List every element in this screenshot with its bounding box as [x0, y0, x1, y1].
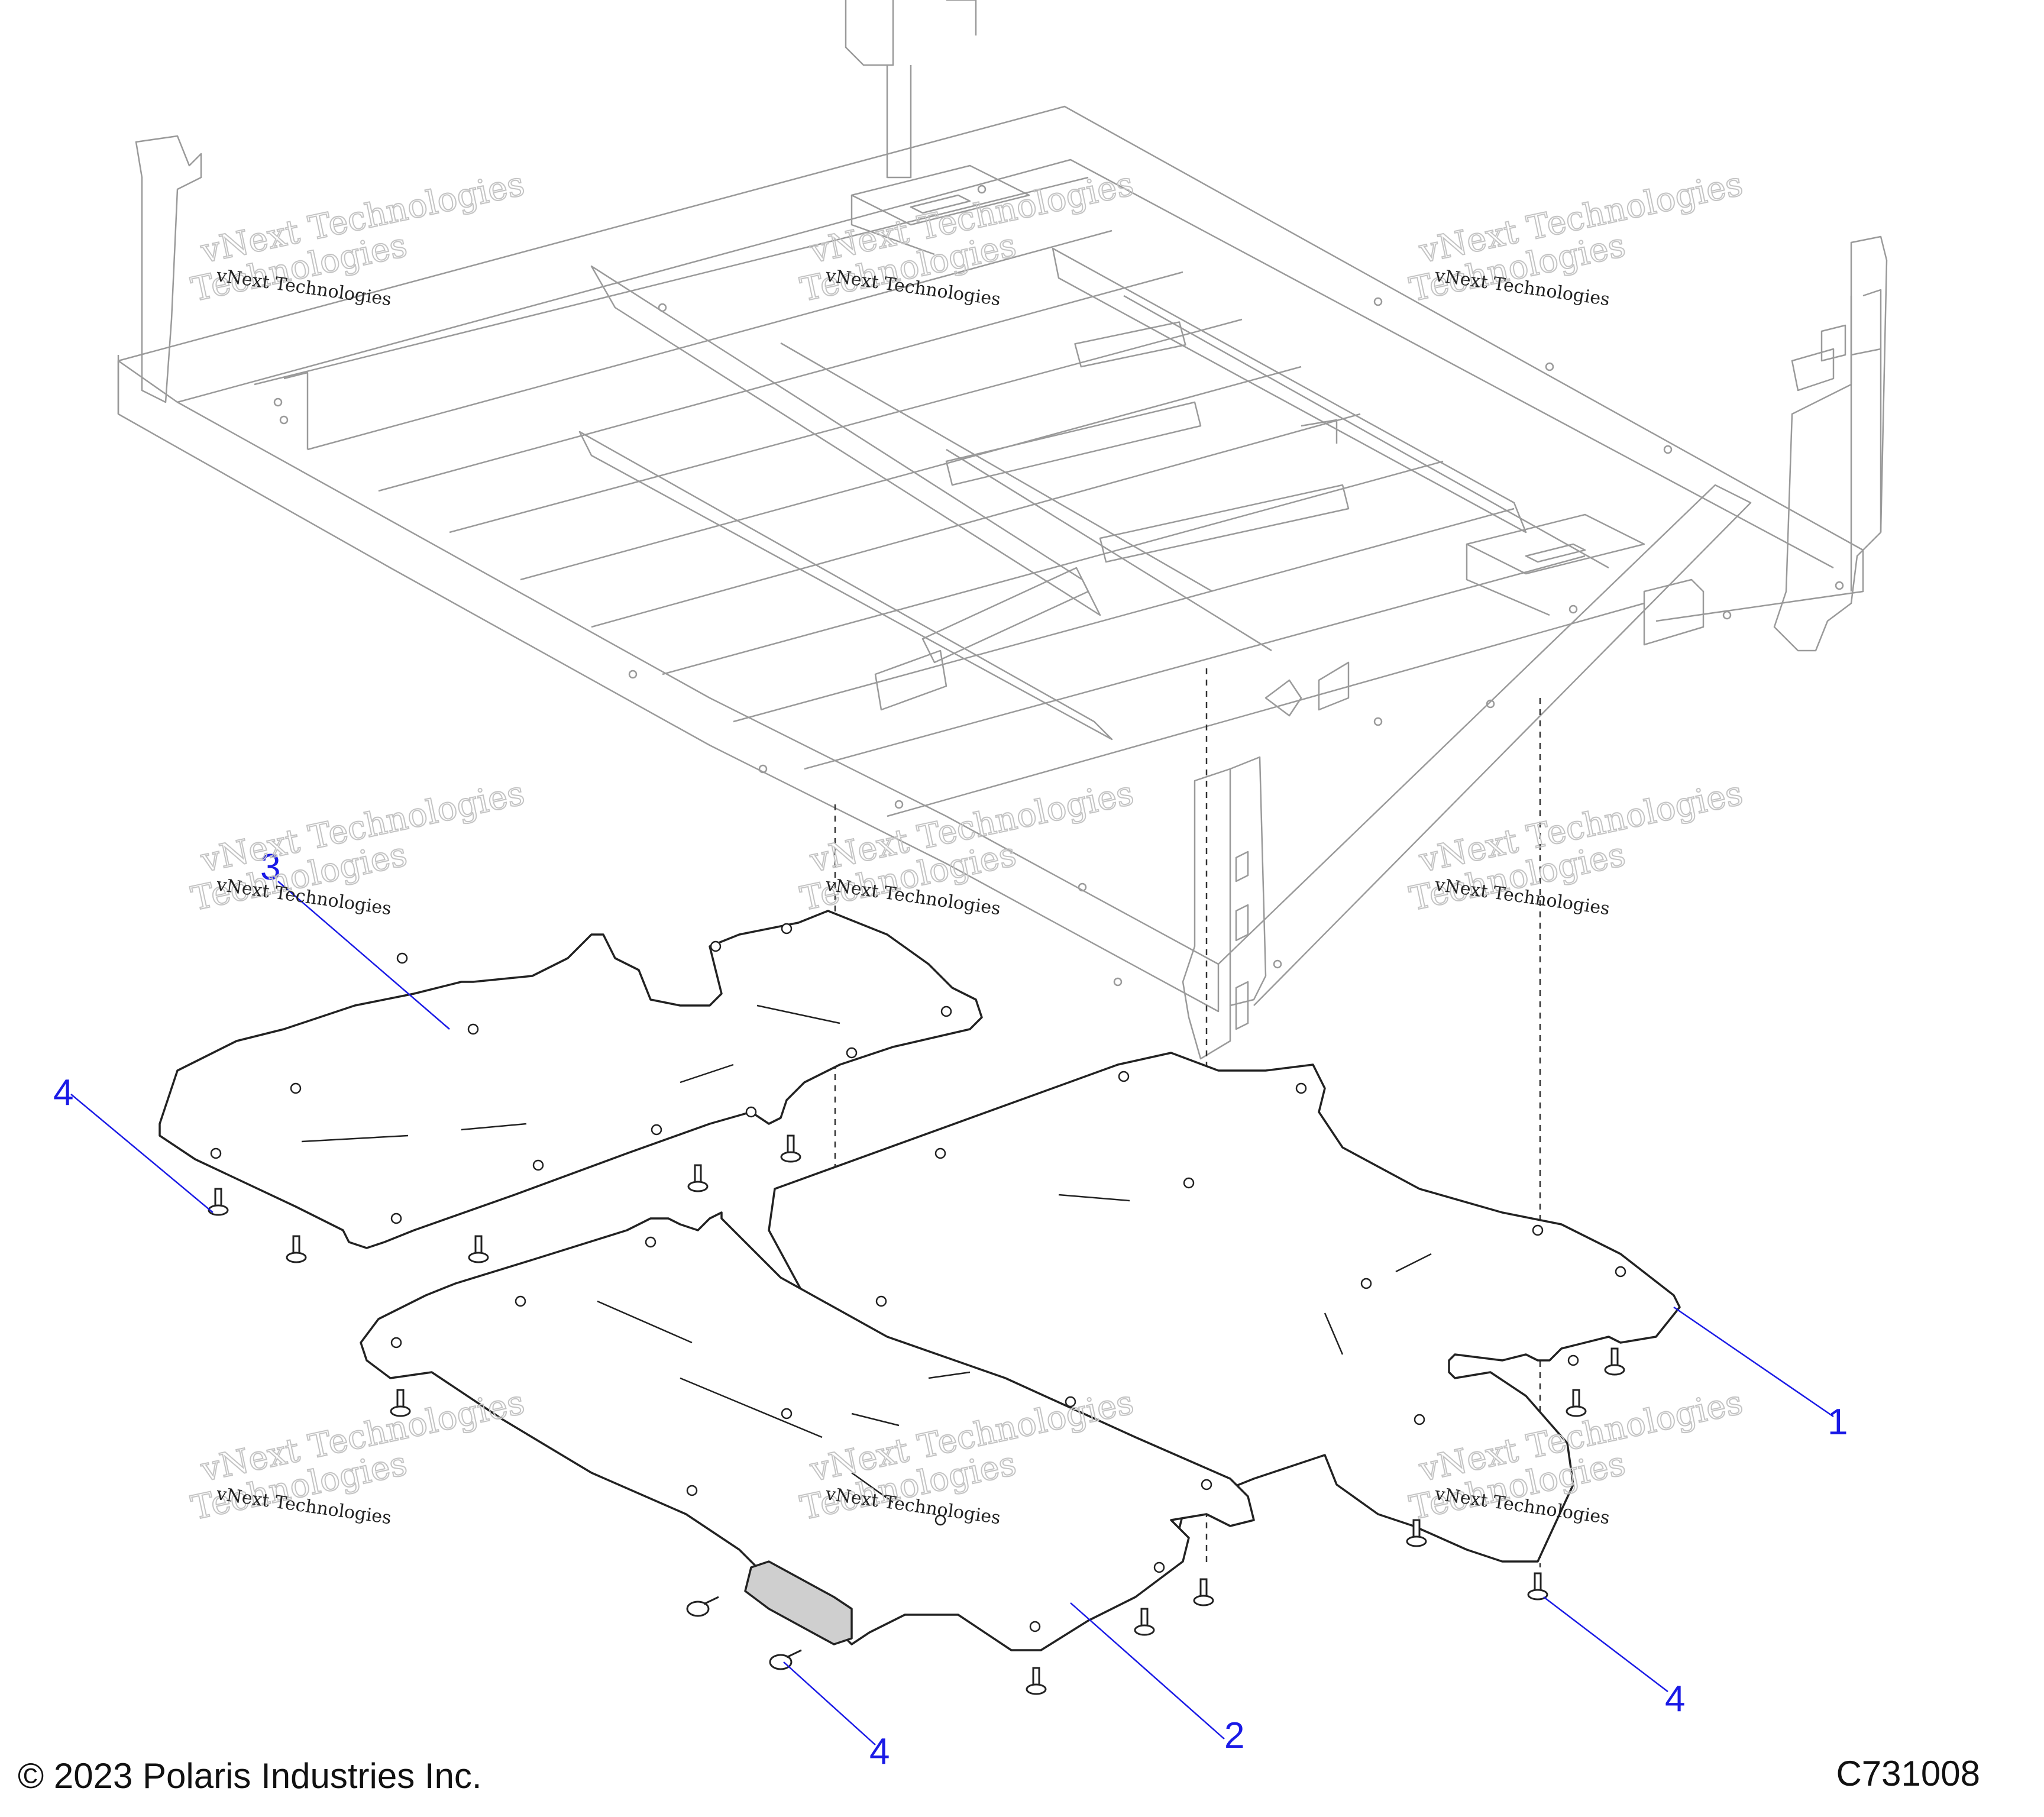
vehicle-frame	[117, 0, 1888, 1060]
callout-4b: 4	[1665, 1679, 1685, 1719]
diagram-code: C731008	[1836, 1754, 1980, 1793]
bracket-plate	[744, 1560, 853, 1645]
copyright-notice: © 2023 Polaris Industries Inc.	[18, 1756, 482, 1796]
floor-panel-3	[159, 910, 983, 1249]
screws	[208, 1134, 1625, 1695]
callout-1: 1	[1828, 1402, 1848, 1443]
panel-holes	[210, 923, 1626, 1632]
panel-detail-marks	[301, 1004, 1432, 1504]
callout-3: 3	[260, 847, 280, 888]
callout-4a: 4	[53, 1072, 73, 1113]
floor-panels	[159, 910, 1681, 1651]
leader-lines	[70, 881, 1834, 1745]
callout-4c: 4	[869, 1731, 890, 1772]
callout-2: 2	[1224, 1715, 1244, 1756]
